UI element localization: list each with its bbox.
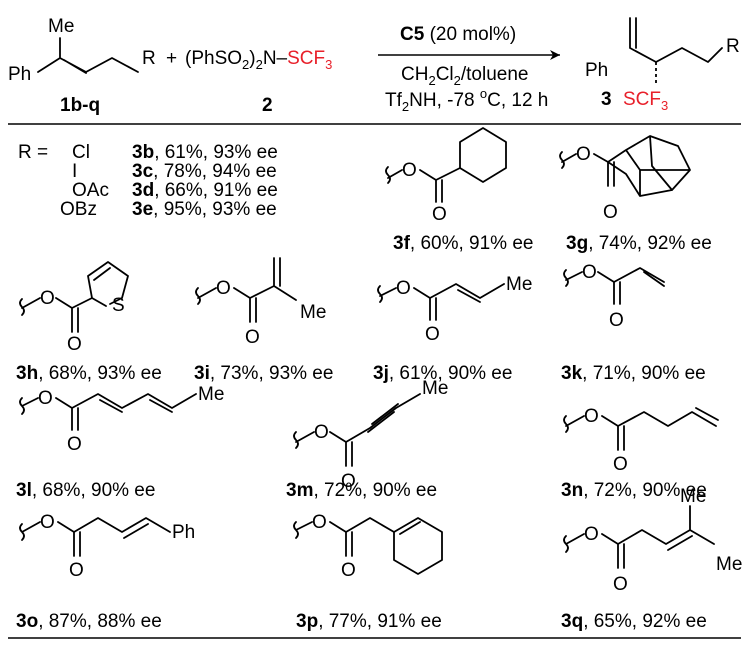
r-group-list: R = Cl I OAc OBz 3b, 61%, 93% ee 3c, 78%… <box>18 142 278 220</box>
atom-o: O <box>584 406 599 427</box>
product-r-label: R <box>726 36 740 57</box>
structure-3p: O O 3p, 77%, 91% ee <box>293 512 443 632</box>
atom-o: O <box>576 144 591 165</box>
atom-o: O <box>40 512 55 533</box>
result-3p: 3p, 77%, 91% ee <box>296 611 442 632</box>
conditions-solvent: CH2Cl2/toluene <box>401 64 529 88</box>
product-scf3: SCF3 <box>623 89 668 113</box>
result-3k: 3k, 71%, 90% ee <box>561 363 706 384</box>
result-3m: 3m, 72%, 90% ee <box>286 480 437 501</box>
atom-o: O <box>216 278 231 299</box>
atom-me: Me <box>506 274 532 295</box>
r-prefix: R = <box>18 142 48 163</box>
atom-o: O <box>582 262 597 283</box>
reactant-1-label: 1b-q <box>60 95 100 116</box>
result-3h: 3h, 68%, 93% ee <box>16 363 162 384</box>
structure-3k: O O 3k, 71%, 90% ee <box>561 262 706 384</box>
atom-me: Me <box>198 384 224 405</box>
atom-me: Me <box>680 486 706 507</box>
result-3j: 3j, 61%, 90% ee <box>373 363 512 384</box>
atom-o: O <box>609 310 624 331</box>
reactant-1b-q: Me Ph R 1b-q <box>8 16 156 116</box>
r-group-obz: OBz <box>60 199 97 220</box>
structure-3m: O O Me 3m, 72%, 90% ee <box>286 378 448 501</box>
atom-me: Me <box>300 302 326 323</box>
conditions-acid: Tf2NH, -78 oC, 12 h <box>385 86 548 114</box>
result-3i: 3i, 73%, 93% ee <box>194 363 333 384</box>
atom-o: O <box>67 334 82 355</box>
atom-me: Me <box>716 554 742 575</box>
reagent-2-label: 2 <box>262 95 273 116</box>
atom-o: O <box>396 278 411 299</box>
structure-3n: O O 3n, 72%, 90% ee <box>561 406 719 501</box>
structure-3g: O O 3g, 74%, 92% ee <box>559 135 712 254</box>
structure-3j: O O Me 3j, 61%, 90% ee <box>373 274 532 384</box>
structure-3q: O O Me Me 3q, 65%, 92% ee <box>561 486 742 632</box>
atom-o: O <box>245 327 260 348</box>
structure-3o: O O Ph 3o, 87%, 88% ee <box>16 512 195 632</box>
result-3g: 3g, 74%, 92% ee <box>566 233 712 254</box>
plus-sign: + <box>166 48 177 69</box>
result-3n: 3n, 72%, 90% ee <box>561 480 707 501</box>
result-3d: 3d, 66%, 91% ee <box>132 180 278 201</box>
reactant-me-label: Me <box>48 16 74 37</box>
r-group-i: I <box>72 161 77 182</box>
atom-o: O <box>341 560 356 581</box>
conditions-catalyst: C5 (20 mol%) <box>400 24 516 45</box>
result-3b: 3b, 61%, 93% ee <box>132 142 278 163</box>
product-3-label: 3 <box>601 89 612 110</box>
atom-o: O <box>67 434 82 455</box>
atom-o: O <box>613 454 628 475</box>
structure-3f: O O 3f, 60%, 91% ee <box>385 127 534 254</box>
structure-3i: O O Me 3i, 73%, 93% ee <box>194 257 333 384</box>
atom-o: O <box>312 512 327 533</box>
structure-3h: O O S 3h, 68%, 93% ee <box>16 261 162 384</box>
r-group-cl: Cl <box>72 142 90 163</box>
atom-o: O <box>603 202 618 223</box>
atom-o: O <box>584 524 599 545</box>
reagent-2: (PhSO2)2N–SCF3 2 <box>185 48 332 116</box>
product-ph-label: Ph <box>585 60 608 81</box>
product-3: Ph R 3 SCF3 <box>585 17 740 113</box>
atom-o: O <box>341 471 356 492</box>
result-3f: 3f, 60%, 91% ee <box>393 233 534 254</box>
reagent-formula: (PhSO2)2N–SCF3 <box>185 48 332 72</box>
atom-o: O <box>425 324 440 345</box>
result-3o: 3o, 87%, 88% ee <box>16 611 162 632</box>
structure-3l: O O Me 3l, 68%, 90% ee <box>16 384 224 501</box>
result-3c: 3c, 78%, 94% ee <box>132 161 277 182</box>
atom-o: O <box>69 560 84 581</box>
atom-s: S <box>112 295 125 316</box>
r-group-oac: OAc <box>72 180 109 201</box>
atom-me: Me <box>422 378 448 399</box>
reactant-r-label: R <box>142 48 156 69</box>
result-3q: 3q, 65%, 92% ee <box>561 611 707 632</box>
atom-o: O <box>40 288 55 309</box>
result-3e: 3e, 95%, 93% ee <box>132 199 277 220</box>
atom-o: O <box>314 422 329 443</box>
atom-o: O <box>613 574 628 595</box>
result-3l: 3l, 68%, 90% ee <box>16 480 155 501</box>
atom-o: O <box>38 388 53 409</box>
atom-o: O <box>402 160 417 181</box>
atom-o: O <box>432 204 447 225</box>
atom-ph: Ph <box>172 522 195 543</box>
reaction-arrow: C5 (20 mol%) CH2Cl2/toluene Tf2NH, -78 o… <box>378 24 560 114</box>
reactant-ph-label: Ph <box>8 64 31 85</box>
